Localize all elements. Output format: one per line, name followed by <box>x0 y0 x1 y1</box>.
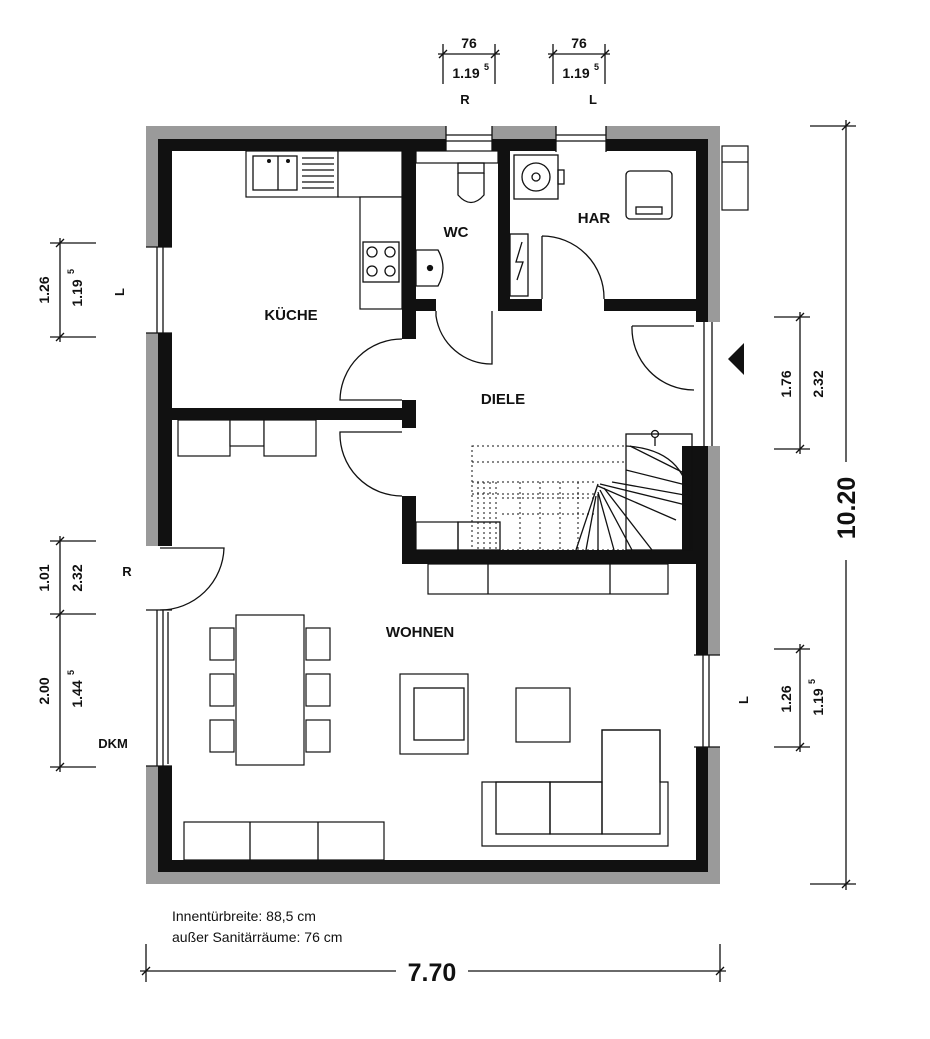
outer-walls <box>144 124 749 884</box>
svg-text:2.32: 2.32 <box>69 564 85 591</box>
tank-icon <box>625 170 673 220</box>
svg-text:1.26: 1.26 <box>778 685 794 712</box>
left-dim-patio-window: 2.00 1.44 5 DKM <box>36 670 128 772</box>
electric-panel-icon <box>509 233 529 297</box>
coffee-table <box>515 687 571 743</box>
left-dim-door: 1.01 2.32 R <box>36 536 132 772</box>
wc-room: WC <box>415 150 499 365</box>
svg-text:2.32: 2.32 <box>810 370 826 397</box>
top-window-dim-1: 76 1.19 5 R <box>438 35 500 107</box>
svg-text:1.26: 1.26 <box>36 276 52 303</box>
svg-text:R: R <box>122 564 132 579</box>
sink-icon <box>252 155 334 191</box>
svg-text:L: L <box>112 288 127 296</box>
room-label-kueche: KÜCHE <box>264 307 317 324</box>
svg-text:10.20: 10.20 <box>833 477 861 540</box>
right-dim-entrance: 1.76 2.32 <box>774 312 826 454</box>
room-label-wohnen: WOHNEN <box>386 624 454 641</box>
svg-text:1.01: 1.01 <box>36 564 52 591</box>
dining-table <box>209 614 331 766</box>
armchair <box>399 673 469 755</box>
top-window-dim-2: 76 1.19 5 L <box>548 35 610 107</box>
svg-text:2.00: 2.00 <box>36 677 52 704</box>
svg-text:5: 5 <box>594 62 599 72</box>
interior-walls <box>172 151 696 564</box>
boiler-icon <box>513 154 565 200</box>
svg-text:1.19: 1.19 <box>69 279 85 306</box>
washbasin-icon <box>415 249 444 287</box>
svg-text:1.44: 1.44 <box>69 680 85 707</box>
living-room: WOHNEN <box>159 419 669 861</box>
kitchen: KÜCHE <box>245 150 403 324</box>
svg-text:76: 76 <box>571 35 587 51</box>
lowboard <box>183 821 385 861</box>
svg-text:L: L <box>736 696 751 704</box>
svg-text:76: 76 <box>461 35 477 51</box>
svg-text:5: 5 <box>66 269 76 274</box>
right-dim-total-depth: 10.20 <box>810 120 861 890</box>
room-label-diele: DIELE <box>481 391 525 408</box>
total-width: 7.70 <box>408 959 457 987</box>
svg-text:1.19: 1.19 <box>562 65 589 81</box>
stove-icon <box>362 241 400 283</box>
room-label-har: HAR <box>578 210 611 227</box>
svg-text:1.19: 1.19 <box>452 65 479 81</box>
door-width-note: Innentürbreite: 88,5 cm <box>172 908 316 924</box>
svg-text:5: 5 <box>484 62 489 72</box>
svg-text:5: 5 <box>66 670 76 675</box>
svg-text:R: R <box>460 92 470 107</box>
toilet-icon <box>457 162 485 204</box>
left-dim-kitchen-window: 1.26 1.19 5 L <box>36 238 127 342</box>
har-room: HAR <box>509 154 673 300</box>
room-label-wc: WC <box>444 224 469 241</box>
svg-text:DKM: DKM <box>98 736 128 751</box>
sanitary-note: außer Sanitärräume: 76 cm <box>172 929 342 945</box>
corner-sofa <box>481 729 669 847</box>
svg-text:1.19: 1.19 <box>810 688 826 715</box>
right-dim-living-window: 1.26 1.19 5 L <box>736 644 826 752</box>
svg-text:L: L <box>589 92 597 107</box>
staircase <box>415 429 693 551</box>
entrance-arrow-icon <box>728 343 744 375</box>
hallway: DIELE <box>339 325 695 551</box>
svg-text:1.76: 1.76 <box>778 370 794 397</box>
bottom-dimension: Innentürbreite: 88,5 cm außer Sanitärräu… <box>140 908 726 987</box>
svg-text:5: 5 <box>807 679 817 684</box>
